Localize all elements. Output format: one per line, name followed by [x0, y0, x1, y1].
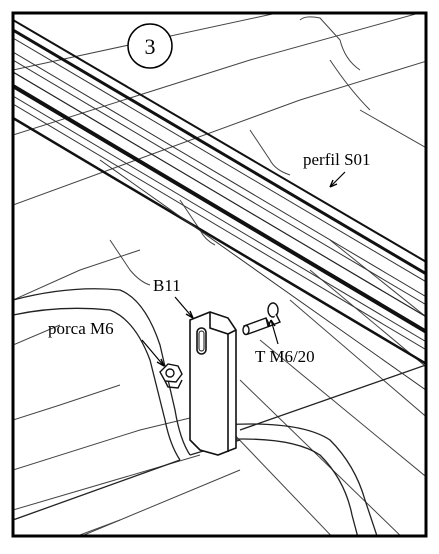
- label-t-m6-20: T M6/20: [255, 347, 315, 366]
- roof-sheet: [13, 13, 426, 536]
- roof-rib: [13, 288, 426, 536]
- rail-profile: [13, 19, 426, 391]
- frame-border: [11, 11, 428, 538]
- label-porca-m6: porca M6: [48, 319, 114, 338]
- leader-arrows: [141, 171, 346, 367]
- bracket-b11: [189, 311, 237, 456]
- label-b11: B11: [153, 276, 181, 295]
- label-perfil-s01: perfil S01: [303, 150, 371, 169]
- nut-m6: [159, 363, 183, 389]
- step-number: 3: [145, 34, 156, 59]
- step-badge: 3: [127, 23, 173, 69]
